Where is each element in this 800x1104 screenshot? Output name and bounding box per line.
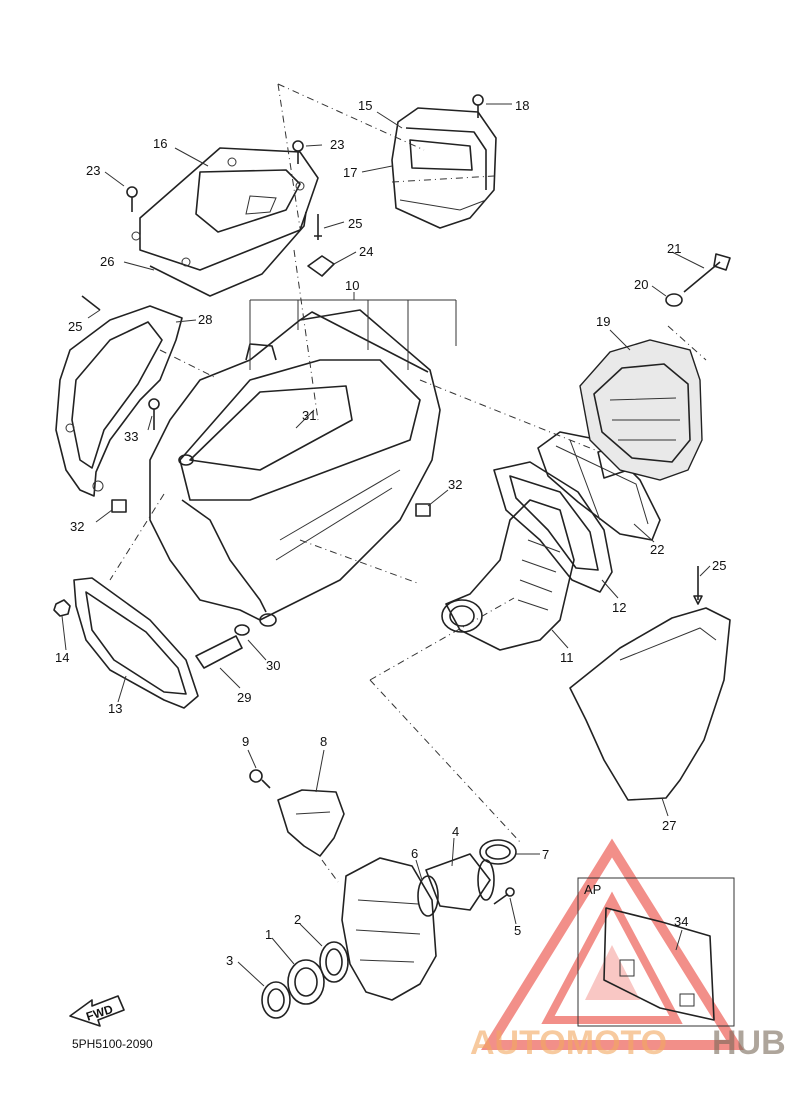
callout-25c: 25 <box>712 558 726 573</box>
callout-9: 9 <box>242 734 249 749</box>
part-1-joint <box>287 959 325 1005</box>
part-11-boot <box>441 499 575 651</box>
part-4-manifold <box>425 853 495 911</box>
part-10-air-box <box>149 309 441 627</box>
part-16-plate <box>131 147 319 271</box>
callout-24: 24 <box>359 244 373 259</box>
part-18-bolt <box>472 94 484 118</box>
leader-lines <box>61 103 711 987</box>
callout-2: 2 <box>294 912 301 927</box>
callout-30: 30 <box>266 658 280 673</box>
callout-21: 21 <box>667 241 681 256</box>
callout-7: 7 <box>542 847 549 862</box>
inset-label: AP <box>584 882 601 897</box>
part-2-clamp <box>319 941 349 983</box>
part-27-cover <box>569 607 731 801</box>
callout-12: 12 <box>612 600 626 615</box>
callouts: 1 2 3 4 5 6 7 8 9 10 11 12 13 14 15 16 1… <box>55 98 726 968</box>
callout-20: 20 <box>634 277 648 292</box>
carburetor-body <box>341 857 437 1001</box>
inset-box: AP <box>577 877 735 1027</box>
diagram-code: 5PH5100-2090 <box>72 1037 153 1051</box>
callout-25a: 25 <box>348 216 362 231</box>
watermark-text: AUTOMOTO HUB <box>470 1024 786 1062</box>
part-15-duct <box>391 107 497 229</box>
part-20-21-bolt <box>665 253 731 307</box>
callout-33: 33 <box>124 429 138 444</box>
watermark-part1: AUTOMOTO <box>470 1024 667 1062</box>
part-9-bolt <box>249 769 271 789</box>
callout-32a: 32 <box>70 519 84 534</box>
part-7-clamp <box>479 839 517 865</box>
part-19-filter <box>579 339 703 481</box>
bracket-10 <box>249 292 457 370</box>
part-6-gasket <box>417 875 439 917</box>
callout-13: 13 <box>108 701 122 716</box>
callout-17: 17 <box>343 165 357 180</box>
callout-14: 14 <box>55 650 69 665</box>
part-25-pin-left <box>81 295 101 311</box>
part-3-clamp <box>261 981 291 1019</box>
callout-23a: 23 <box>86 163 100 178</box>
callout-4: 4 <box>452 824 459 839</box>
callout-32b: 32 <box>448 477 462 492</box>
callout-6: 6 <box>411 846 418 861</box>
callout-26: 26 <box>100 254 114 269</box>
part-33-bolt <box>148 398 160 430</box>
part-5-bolt <box>493 887 515 905</box>
callout-15: 15 <box>358 98 372 113</box>
callout-16: 16 <box>153 136 167 151</box>
part-14-nut <box>53 599 71 617</box>
callout-31: 31 <box>302 408 316 423</box>
assembly-lines <box>109 83 707 883</box>
callout-1: 1 <box>265 927 272 942</box>
watermark-part2: HUB <box>712 1024 786 1062</box>
part-25-pin-right <box>693 566 703 605</box>
fwd-label: FWD <box>84 1002 115 1024</box>
callout-8: 8 <box>320 734 327 749</box>
callout-19: 19 <box>596 314 610 329</box>
callout-34: 34 <box>674 914 688 929</box>
callout-29: 29 <box>237 690 251 705</box>
callout-25b: 25 <box>68 319 82 334</box>
watermark-logo <box>481 838 745 1050</box>
part-22-cage <box>537 431 661 541</box>
callout-27: 27 <box>662 818 676 833</box>
callout-10: 10 <box>345 278 359 293</box>
callout-18: 18 <box>515 98 529 113</box>
fwd-arrow: FWD <box>69 995 125 1027</box>
callout-28: 28 <box>198 312 212 327</box>
callout-23b: 23 <box>330 137 344 152</box>
callout-11: 11 <box>560 650 574 665</box>
callout-3: 3 <box>226 953 233 968</box>
part-28-side-cover <box>55 305 183 497</box>
part-23-bolts <box>126 140 304 212</box>
callout-5: 5 <box>514 923 521 938</box>
part-24-25-clip <box>307 214 335 277</box>
part-8-bracket <box>277 789 345 857</box>
part-13-gasket <box>73 577 199 709</box>
part-32-grommets <box>111 499 431 517</box>
callout-22: 22 <box>650 542 664 557</box>
part-29-30-tube <box>195 624 250 669</box>
part-12-holder <box>493 461 613 593</box>
part-26-gasket <box>149 211 307 297</box>
